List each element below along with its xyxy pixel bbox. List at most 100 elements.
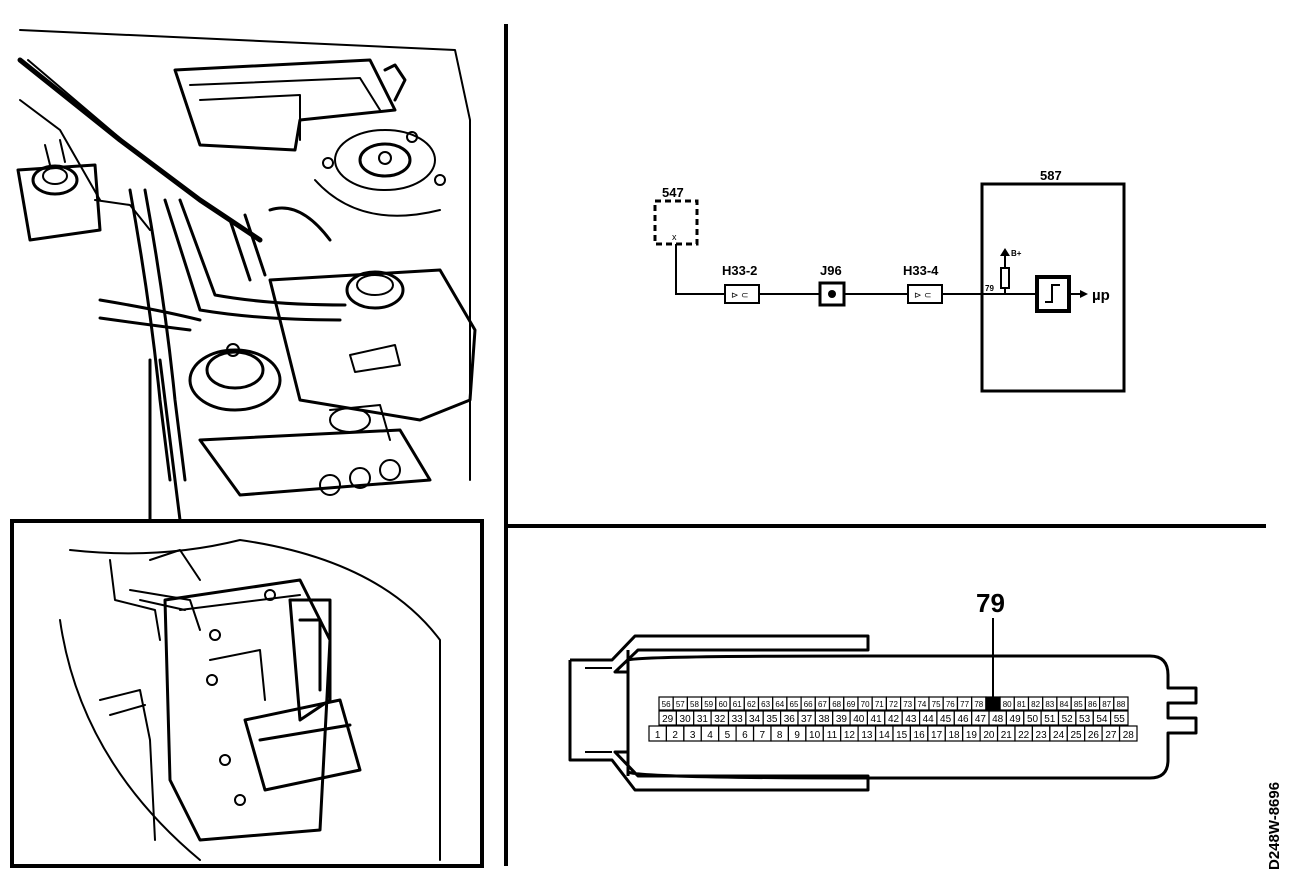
panel-dividers [504,24,1266,866]
module-547-pin: x [672,232,677,242]
pin-number: 87 [1102,700,1111,709]
pin-number: 21 [1001,730,1013,741]
pin-number: 10 [809,730,821,741]
harness-connector-illustration [243,598,362,792]
pin-number: 27 [1105,730,1117,741]
pin-number: 24 [1053,730,1065,741]
pin-number: 76 [946,700,955,709]
pin-number: 52 [1062,714,1074,725]
coolant-reservoir-illustration [268,268,477,422]
pin-number: 45 [940,714,952,725]
pin-number: 44 [923,714,935,725]
pin-number: 73 [903,700,912,709]
figure-code: D248W-8696 [1266,782,1283,870]
pin-number: 51 [1044,714,1056,725]
pin-number: 39 [836,714,848,725]
pin-number: 29 [662,714,674,725]
pin-number: 72 [889,700,898,709]
pin-number: 80 [1003,700,1012,709]
pin-number: 86 [1088,700,1097,709]
hose-illustration [98,188,347,482]
pin-number: 75 [932,700,941,709]
pin-number: 56 [662,700,671,709]
pin-number: 37 [801,714,813,725]
pin-number: 6 [742,730,748,741]
pin-number: 47 [975,714,987,725]
pin-number: 20 [983,730,995,741]
connector-h33-4 [907,284,943,304]
pin-number: 14 [879,730,891,741]
module-587-label: 587 [1040,168,1062,183]
pin-number: 26 [1088,730,1100,741]
pin-number: 15 [896,730,908,741]
pin-number: 42 [888,714,900,725]
pin-number: 32 [714,714,726,725]
battery-illustration [198,404,432,497]
housing-inner-line [585,667,612,753]
pin-number: 82 [1031,700,1040,709]
pin-cell [1109,710,1129,726]
pin-number: 78 [974,700,983,709]
pin-number: 77 [960,700,969,709]
brake-reservoir-illustration [16,139,151,242]
pin-number: 40 [853,714,865,725]
splice-j96-dot [828,290,836,298]
fuse-box-illustration [173,58,407,152]
pin-number: 67 [818,700,827,709]
detail-inset-frame [10,519,484,868]
pin-number: 59 [704,700,713,709]
connector-h33-2 [724,284,760,304]
pin-number: 36 [784,714,796,725]
pin-number: 46 [957,714,969,725]
pin-number: 71 [875,700,884,709]
pin-number: 53 [1079,714,1091,725]
pin-number: 55 [1114,714,1126,725]
pin-number: 81 [1017,700,1026,709]
pin-number: 49 [1010,714,1022,725]
pin-number: 8 [777,730,783,741]
pin-number: 54 [1096,714,1108,725]
connector-h33-2-pins: ⊳ ⊂ [731,290,749,300]
pin-number: 4 [707,730,713,741]
detail-inset-illustration [59,539,441,861]
splice-j96-label: J96 [820,263,842,278]
signal-wire [675,244,1005,295]
module-547-label: 547 [662,185,684,200]
pin-number: 79 [989,700,998,709]
control-unit-illustration [163,578,332,842]
pin-number: 22 [1018,730,1030,741]
pin-number: 57 [676,700,685,709]
pin-number: 35 [766,714,778,725]
pin-number: 63 [761,700,770,709]
pin-number: 3 [690,730,696,741]
engine-bay-illustration [16,29,477,522]
filler-cap-illustration [188,343,282,412]
pin-number: 1 [655,730,661,741]
pin-number: 18 [948,730,960,741]
pin-cell [1113,696,1129,711]
pin-number: 74 [917,700,926,709]
pin-number: 50 [1027,714,1039,725]
pin-number: 64 [775,700,784,709]
pin-number: 2 [672,730,678,741]
pin-number: 13 [861,730,873,741]
pin-number: 19 [966,730,978,741]
pin-number: 30 [680,714,692,725]
pin-number: 17 [931,730,943,741]
supply-arrow [1000,248,1010,256]
pin-number: 9 [794,730,800,741]
pin-number: 31 [697,714,709,725]
pin-number: 61 [733,700,742,709]
pin-number: 7 [760,730,766,741]
pin-number: 34 [749,714,761,725]
pin-number: 25 [1070,730,1082,741]
pin-number: 60 [719,700,728,709]
pin-number: 70 [861,700,870,709]
pin-number: 65 [790,700,799,709]
pin-number: 48 [992,714,1004,725]
pin-number: 69 [846,700,855,709]
supply-label: B+ [1011,249,1022,258]
